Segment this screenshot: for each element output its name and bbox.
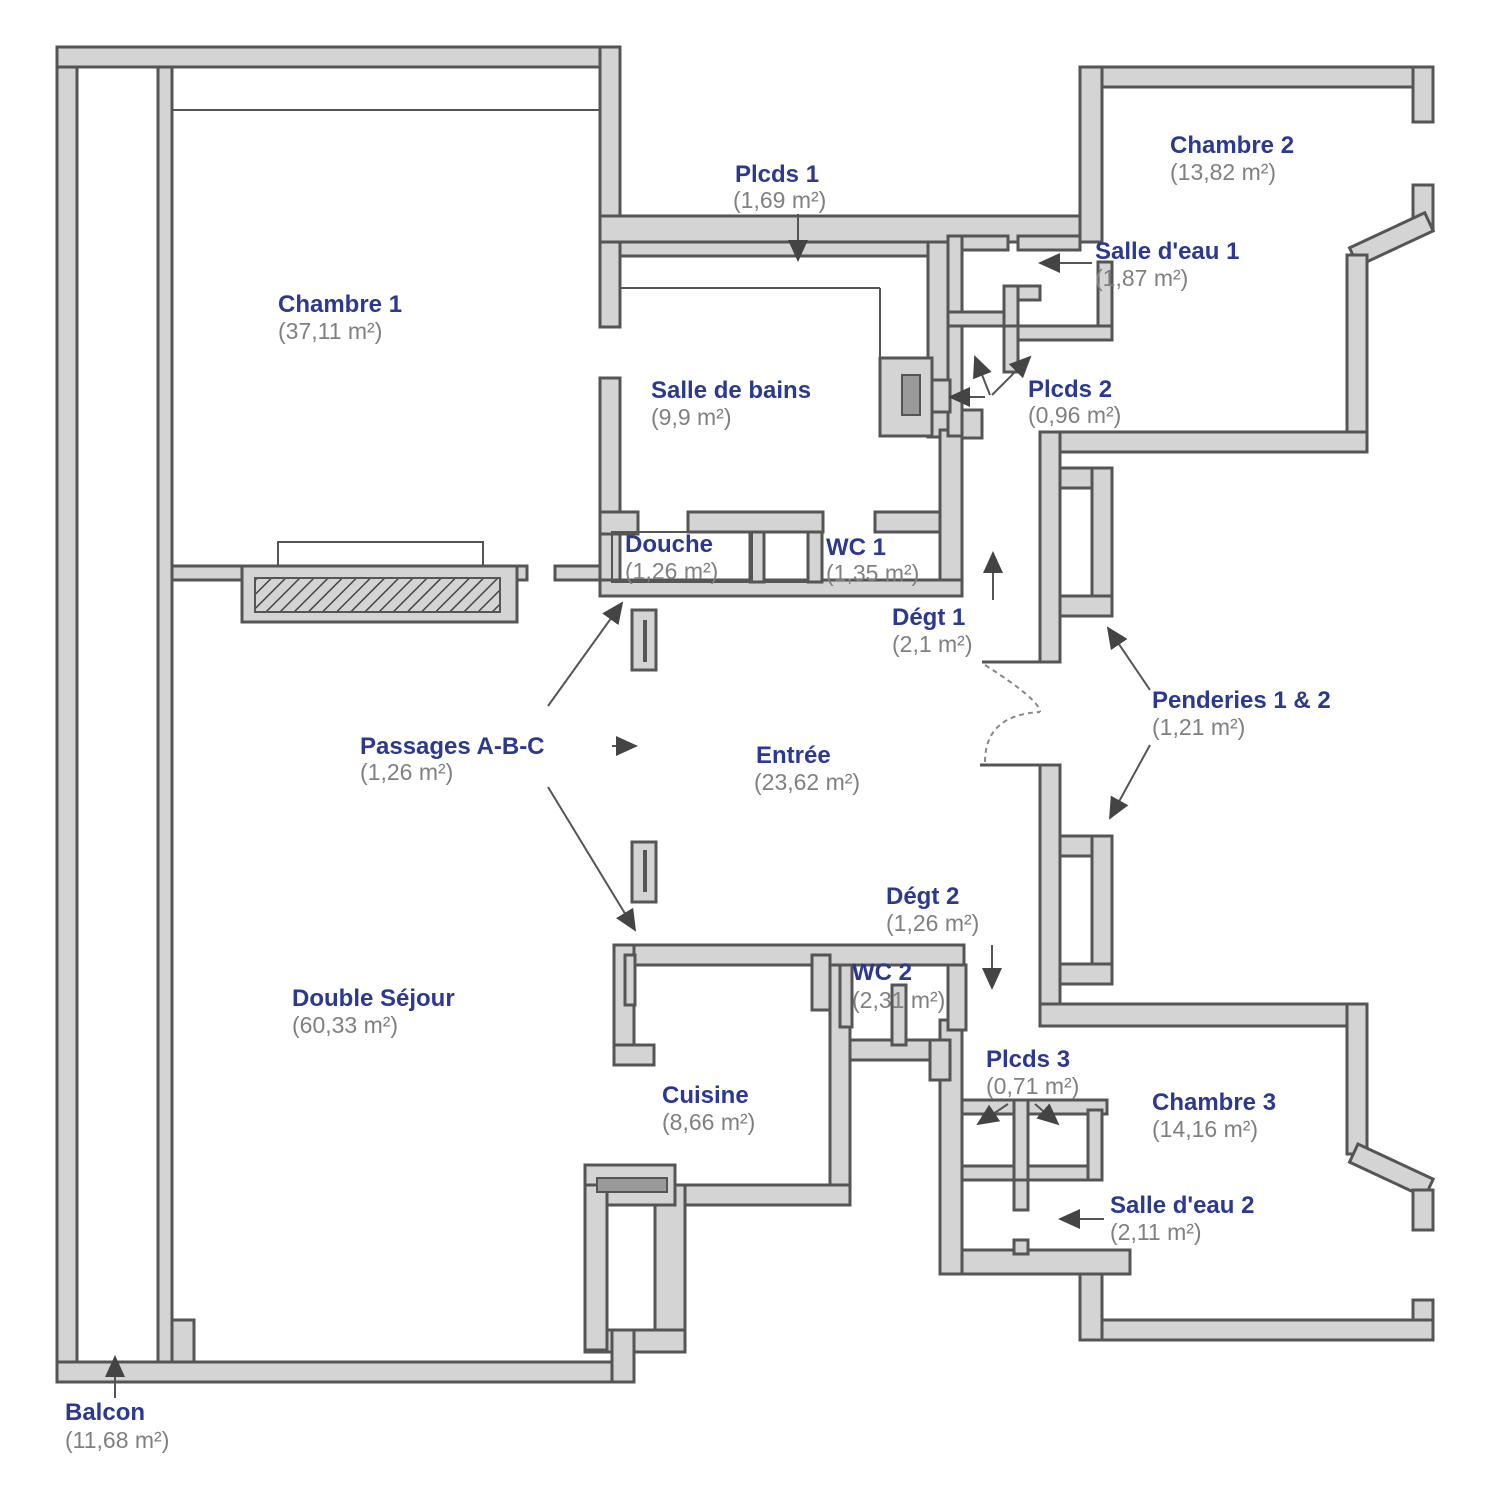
room-name: Chambre 1: [278, 291, 402, 318]
room-area: (1,26 m²): [625, 558, 718, 584]
room-area: (8,66 m²): [662, 1109, 755, 1135]
room-name: Balcon: [65, 1399, 145, 1426]
room-label-plcds-2: Plcds 2 (0,96 m²): [1028, 376, 1121, 428]
room-area: (2,11 m²): [1110, 1219, 1202, 1245]
room-name: WC 1: [826, 534, 886, 561]
room-area: (60,33 m²): [292, 1012, 398, 1038]
room-label-wc-2: WC 2 (2,31 m²): [852, 959, 945, 1013]
interior-walls: [170, 109, 1114, 1364]
room-label-douche: Douche (1,26 m²): [625, 531, 718, 584]
room-name: Plcds 3: [986, 1046, 1070, 1073]
room-area: (1,26 m²): [360, 759, 453, 785]
room-area: (14,16 m²): [1152, 1116, 1258, 1142]
room-name: Dégt 1: [892, 604, 965, 631]
room-area: (1,69 m²): [733, 187, 826, 213]
room-area: (1,35 m²): [826, 560, 919, 586]
room-label-wc-1: WC 1 (1,35 m²): [826, 534, 919, 586]
room-name: Plcds 2: [1028, 376, 1112, 403]
room-area: (1,87 m²): [1095, 265, 1188, 291]
room-area: (9,9 m²): [651, 404, 732, 430]
room-area: (37,11 m²): [278, 318, 382, 344]
room-name: Plcds 1: [735, 161, 819, 188]
room-area: (0,96 m²): [1028, 402, 1121, 428]
room-area: (1,21 m²): [1152, 714, 1245, 740]
room-area: (1,26 m²): [886, 910, 979, 936]
room-area: (13,82 m²): [1170, 159, 1276, 185]
pointer-arrows: [105, 214, 1151, 1398]
room-name: Dégt 2: [886, 883, 959, 910]
room-area: (11,68 m²): [65, 1427, 169, 1453]
room-label-penderies: Penderies 1 & 2 (1,21 m²): [1152, 687, 1331, 740]
room-name: Entrée: [756, 742, 831, 769]
room-label-double-sejour: Double Séjour (60,33 m²): [292, 985, 455, 1038]
room-name: Douche: [625, 531, 713, 558]
room-area: (23,62 m²): [754, 769, 860, 795]
room-name: Salle de bains: [651, 377, 811, 404]
room-name: Salle d'eau 1: [1095, 238, 1239, 265]
room-name: WC 2: [852, 959, 912, 986]
room-name: Chambre 3: [1152, 1089, 1276, 1116]
room-name: Salle d'eau 2: [1110, 1192, 1254, 1219]
room-label-passages: Passages A-B-C (1,26 m²): [360, 733, 545, 785]
room-name: Passages A-B-C: [360, 733, 545, 760]
room-label-salle-de-bains: Salle de bains (9,9 m²): [651, 377, 811, 430]
room-label-cuisine: Cuisine (8,66 m²): [662, 1082, 755, 1135]
room-area: (2,1 m²): [892, 631, 973, 657]
room-name: Cuisine: [662, 1082, 749, 1109]
room-area: (0,71 m²): [986, 1073, 1079, 1099]
room-label-salle-d-eau-2: Salle d'eau 2 (2,11 m²): [1110, 1192, 1254, 1245]
room-label-entree: Entrée (23,62 m²): [754, 742, 860, 795]
room-name: Penderies 1 & 2: [1152, 687, 1331, 714]
room-area: (2,31 m²): [852, 987, 945, 1013]
room-label-plcds-1: Plcds 1 (1,69 m²): [733, 161, 826, 213]
room-name: Chambre 2: [1170, 132, 1294, 159]
room-label-degt-2: Dégt 2 (1,26 m²): [886, 883, 979, 936]
room-label-degt-1: Dégt 1 (2,1 m²): [892, 604, 973, 657]
room-label-chambre-1: Chambre 1 (37,11 m²): [278, 291, 402, 344]
room-label-balcon: Balcon (11,68 m²): [65, 1399, 169, 1453]
room-name: Double Séjour: [292, 985, 455, 1012]
room-label-salle-d-eau-1: Salle d'eau 1 (1,87 m²): [1095, 238, 1239, 291]
room-label-plcds-3: Plcds 3 (0,71 m²): [986, 1046, 1079, 1099]
room-label-chambre-3: Chambre 3 (14,16 m²): [1152, 1089, 1276, 1142]
room-label-chambre-2: Chambre 2 (13,82 m²): [1170, 132, 1294, 185]
